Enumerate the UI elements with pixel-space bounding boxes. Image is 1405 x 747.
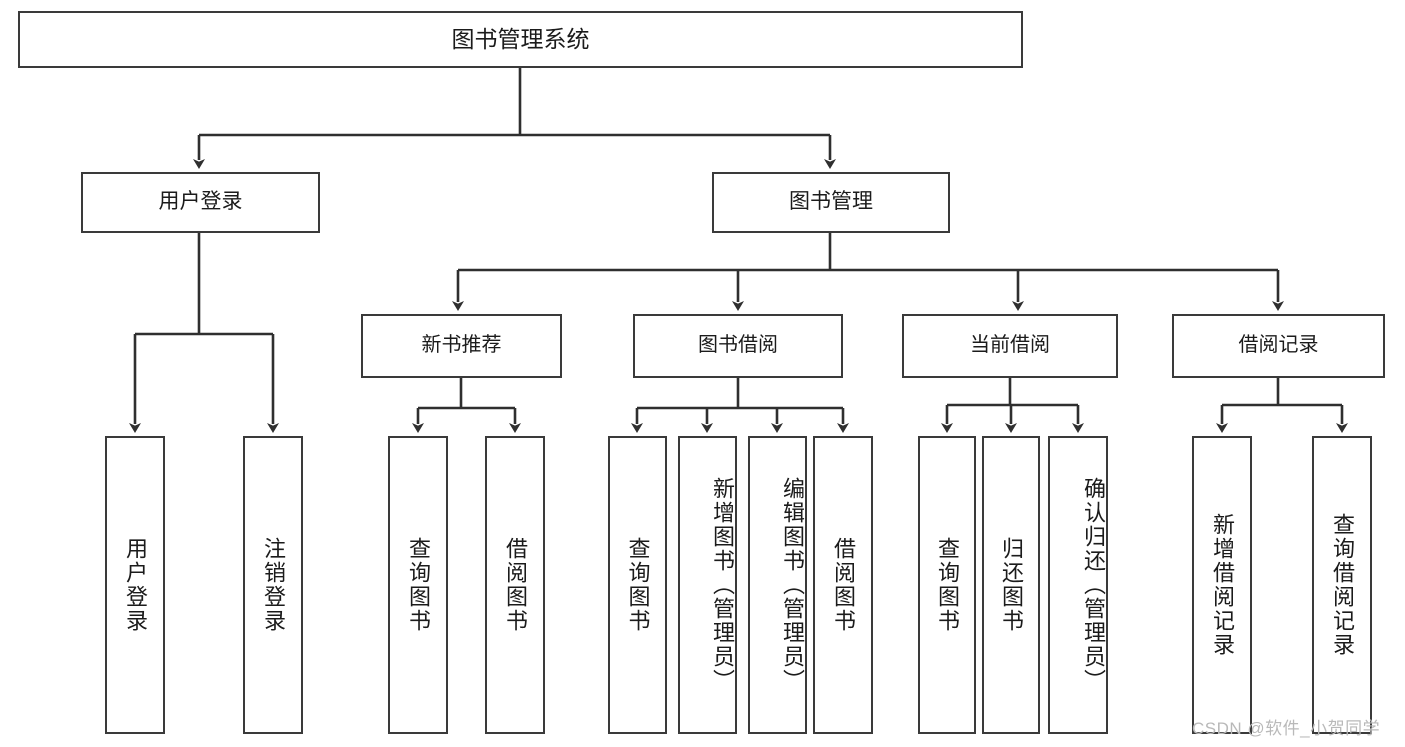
leaf-borrow-books[interactable]: 借阅图书 <box>813 436 873 734</box>
leaf-confirm-return-admin[interactable]: 确认归还（管理员） <box>1048 436 1108 734</box>
leaf-add-borrow-record[interactable]: 新增借阅记录 <box>1192 436 1252 734</box>
leaf-user-login[interactable]: 用户登录 <box>105 436 165 734</box>
leaf-query-books-current[interactable]: 查询图书 <box>918 436 976 734</box>
leaf-query-books-borrow[interactable]: 查询图书 <box>608 436 667 734</box>
leaf-return-books[interactable]: 归还图书 <box>982 436 1040 734</box>
node-current-borrow[interactable]: 当前借阅 <box>902 314 1118 378</box>
leaf-edit-book-admin[interactable]: 编辑图书（管理员） <box>748 436 807 734</box>
node-book-management[interactable]: 图书管理 <box>712 172 950 233</box>
leaf-query-borrow-record[interactable]: 查询借阅记录 <box>1312 436 1372 734</box>
node-root[interactable]: 图书管理系统 <box>18 11 1023 68</box>
leaf-add-book-admin[interactable]: 新增图书（管理员） <box>678 436 737 734</box>
leaf-query-books-recommend[interactable]: 查询图书 <box>388 436 448 734</box>
leaf-logout[interactable]: 注销登录 <box>243 436 303 734</box>
node-new-book-recommend[interactable]: 新书推荐 <box>361 314 562 378</box>
node-book-borrow[interactable]: 图书借阅 <box>633 314 843 378</box>
node-borrow-records[interactable]: 借阅记录 <box>1172 314 1385 378</box>
node-user-login[interactable]: 用户登录 <box>81 172 320 233</box>
leaf-borrow-books-recommend[interactable]: 借阅图书 <box>485 436 545 734</box>
watermark: CSDN @软件_小贺同学 <box>1192 719 1381 738</box>
